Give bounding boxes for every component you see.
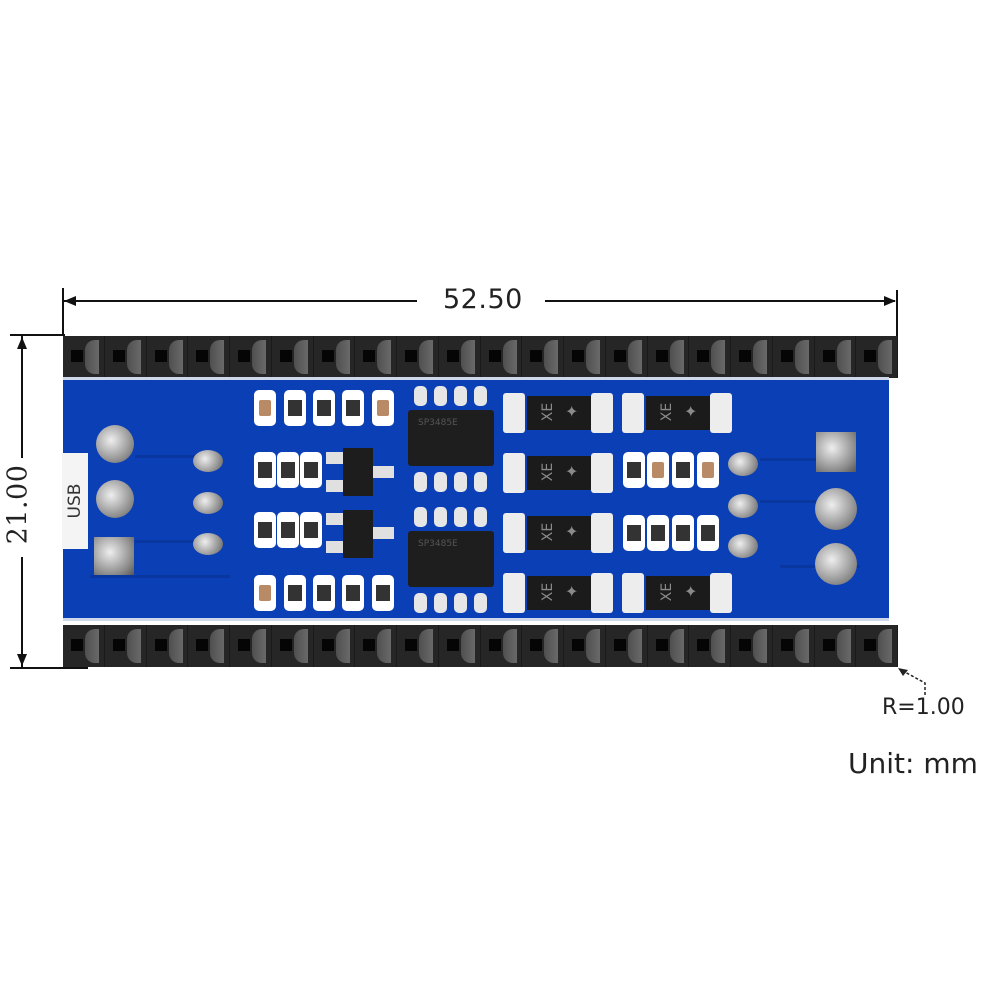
resistor <box>623 515 645 551</box>
test-pad <box>728 534 758 558</box>
width-dim-ext-left <box>62 288 64 336</box>
sot-lead <box>368 527 394 539</box>
resistor <box>284 390 306 426</box>
resistor <box>672 452 694 488</box>
capacitor <box>697 452 719 488</box>
trace <box>90 575 230 578</box>
trace <box>135 455 195 458</box>
width-dim-line-right <box>545 300 895 302</box>
resistor <box>342 390 364 426</box>
usb-pad-3-square <box>94 537 134 575</box>
usb-pad-1 <box>96 425 134 463</box>
test-pad <box>728 452 758 476</box>
corner-radius-label: R=1.00 <box>882 695 965 720</box>
ic-pin <box>474 472 487 492</box>
diode-symbol-icon: ✦ <box>684 402 698 421</box>
resistor <box>277 512 299 548</box>
capacitor <box>372 390 394 426</box>
resistor <box>697 515 719 551</box>
rs485-transceiver-ic: SP3485E <box>408 531 494 587</box>
test-pad <box>193 533 223 555</box>
trace <box>135 540 195 543</box>
height-dim-ext-bottom <box>10 667 88 669</box>
capacitor <box>647 452 669 488</box>
test-pad <box>728 494 758 518</box>
tvs-diode: XE✦ <box>503 513 613 553</box>
capacitor <box>254 575 276 611</box>
sot23-transistor <box>343 510 373 558</box>
ic-pin <box>414 386 427 406</box>
resistor <box>254 452 276 488</box>
diode-symbol-icon: ✦ <box>565 402 579 421</box>
diode-symbol-icon: ✦ <box>565 462 579 481</box>
sot23-transistor <box>343 448 373 496</box>
tvs-diode: XE✦ <box>503 393 613 433</box>
height-arrow-down-icon <box>17 654 27 666</box>
ic-pin <box>454 386 467 406</box>
usb-label: USB <box>62 453 88 549</box>
height-dim-ext-top <box>10 334 65 336</box>
rs485-transceiver-ic: SP3485E <box>408 410 494 466</box>
resistor <box>647 515 669 551</box>
ic-pin <box>434 507 447 527</box>
ic-pin <box>474 593 487 613</box>
terminal-pad-square <box>816 432 856 472</box>
width-dim-line-left <box>64 300 417 302</box>
ic-pin <box>434 472 447 492</box>
ic-pin <box>434 593 447 613</box>
ic-pin <box>474 386 487 406</box>
terminal-pad <box>815 543 857 585</box>
width-dim-ext-right <box>896 290 898 350</box>
resistor <box>300 452 322 488</box>
sot-lead <box>368 466 394 478</box>
top-pin-header <box>63 336 898 378</box>
ic-pin <box>414 472 427 492</box>
width-arrow-left-icon <box>64 296 76 306</box>
resistor <box>254 512 276 548</box>
tvs-diode: XE✦ <box>503 453 613 493</box>
trace <box>760 458 820 461</box>
height-dim-line-top <box>21 336 23 458</box>
radius-leader-arrow-icon <box>898 668 926 695</box>
ic-pin <box>454 507 467 527</box>
bottom-pin-header <box>63 625 898 667</box>
height-dim-line-bottom <box>21 557 23 667</box>
trace <box>760 500 820 503</box>
height-arrow-up-icon <box>17 337 27 349</box>
height-dimension-label: 21.00 <box>2 464 34 545</box>
tvs-diode: XE✦ <box>622 573 732 613</box>
resistor <box>623 452 645 488</box>
diode-symbol-icon: ✦ <box>565 582 579 601</box>
resistor <box>672 515 694 551</box>
terminal-pad <box>815 488 857 530</box>
resistor <box>313 390 335 426</box>
resistor <box>372 575 394 611</box>
ic-pin <box>414 593 427 613</box>
width-arrow-right-icon <box>884 296 896 306</box>
ic-pin <box>414 507 427 527</box>
tvs-diode: XE✦ <box>622 393 732 433</box>
resistor <box>277 452 299 488</box>
capacitor <box>254 390 276 426</box>
usb-pad-2 <box>96 480 134 518</box>
width-dimension-label: 52.50 <box>443 284 523 315</box>
resistor <box>313 575 335 611</box>
ic-pin <box>454 472 467 492</box>
resistor <box>284 575 306 611</box>
test-pad <box>193 492 223 514</box>
ic-pin <box>434 386 447 406</box>
ic-pin <box>454 593 467 613</box>
test-pad <box>193 450 223 472</box>
unit-label: Unit: mm <box>848 747 978 780</box>
resistor <box>342 575 364 611</box>
ic-pin <box>474 507 487 527</box>
resistor <box>300 512 322 548</box>
tvs-diode: XE✦ <box>503 573 613 613</box>
diode-symbol-icon: ✦ <box>684 582 698 601</box>
diode-symbol-icon: ✦ <box>565 522 579 541</box>
